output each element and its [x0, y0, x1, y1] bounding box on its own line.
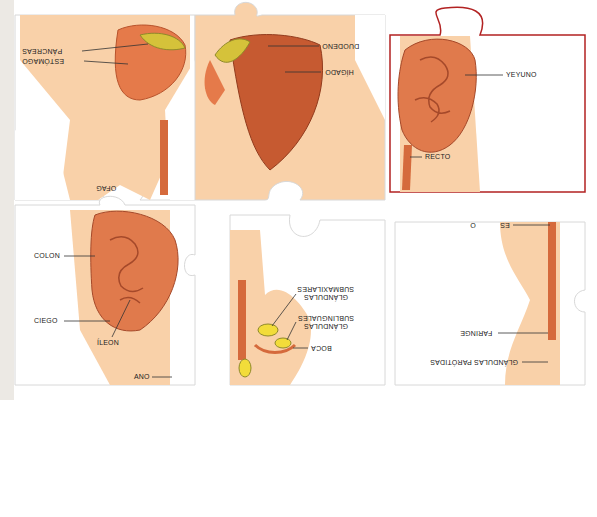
part-label: O: [470, 221, 476, 229]
part-label: BOCA: [311, 344, 332, 352]
part-label: ÍLEON: [97, 339, 119, 347]
part-label: ESTÓMAGO: [22, 57, 64, 65]
part-label: COLON: [34, 252, 60, 260]
part-label: GLÁNDULAS SUBMAXILARES: [298, 285, 354, 301]
part-label: RECTO: [425, 153, 450, 161]
part-label: CIEGO: [34, 317, 58, 325]
part-label: OFAG: [96, 184, 116, 192]
part-label: PÁNCREAS: [22, 47, 62, 55]
part-label: HÍGADO: [325, 68, 354, 76]
part-label: YEYUNO: [506, 71, 537, 79]
part-label: ANO: [134, 373, 150, 381]
part-label: DUODENO: [322, 42, 359, 50]
part-label: FARINGE: [460, 329, 492, 337]
part-label: ES: [500, 221, 510, 229]
part-label: GLÁNDULAS PARÓTIDAS: [430, 358, 518, 366]
part-label: GLÁNDULAS SUBLINGUALES: [298, 314, 354, 330]
